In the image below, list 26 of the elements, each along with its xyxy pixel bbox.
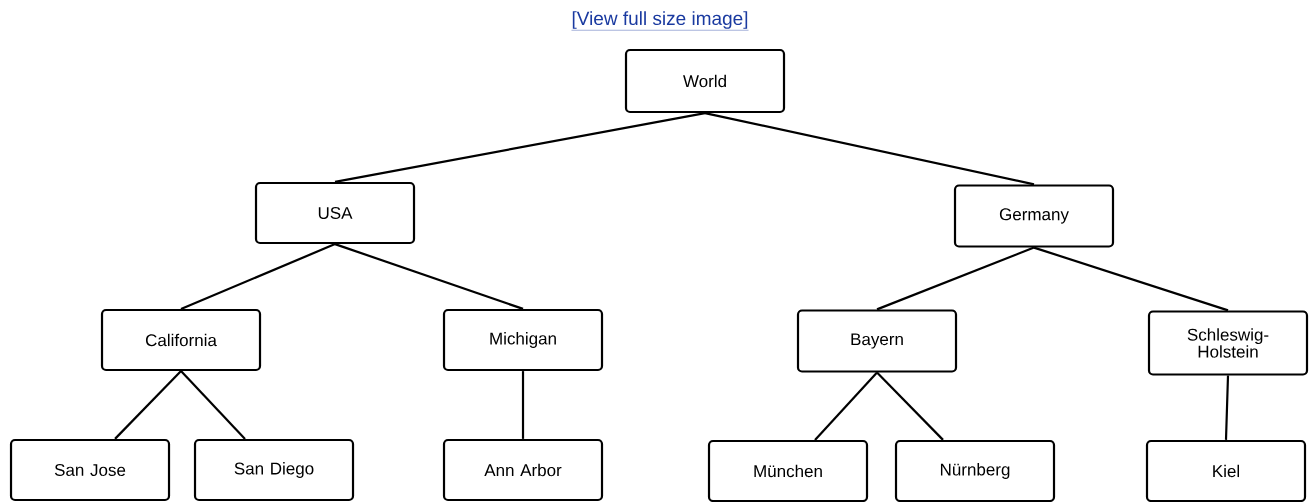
connector-line (704, 112, 1035, 186)
connector-line (876, 246, 1035, 311)
link-text: [View full size image] (571, 11, 749, 31)
tree-box: Ann Arbor (442, 438, 604, 502)
tree-box: USA (254, 181, 416, 245)
tree-box: Bayern (796, 309, 958, 373)
connector-line (521, 371, 525, 439)
connector-line (114, 370, 182, 440)
connector-line (1224, 375, 1230, 440)
tree-box: Nürnberg (894, 439, 1056, 502)
tree-box: Michigan (442, 308, 604, 372)
tree-box: World (624, 48, 786, 114)
connector-line (180, 243, 336, 310)
tree-box: California (100, 308, 262, 372)
connector-line (334, 243, 524, 310)
connector-line (814, 371, 878, 441)
connector-line (1033, 246, 1229, 312)
tree-box: Germany (953, 184, 1115, 248)
tree-box: Kiel (1145, 439, 1307, 502)
connector-line (180, 370, 246, 440)
tree-box: San Diego (193, 438, 355, 502)
connector-line (876, 371, 944, 441)
connector-line (334, 112, 706, 183)
tree-box: München (707, 439, 869, 502)
tree-box: Schleswig-Holstein (1147, 310, 1309, 376)
tree-box: San Jose (9, 438, 171, 502)
